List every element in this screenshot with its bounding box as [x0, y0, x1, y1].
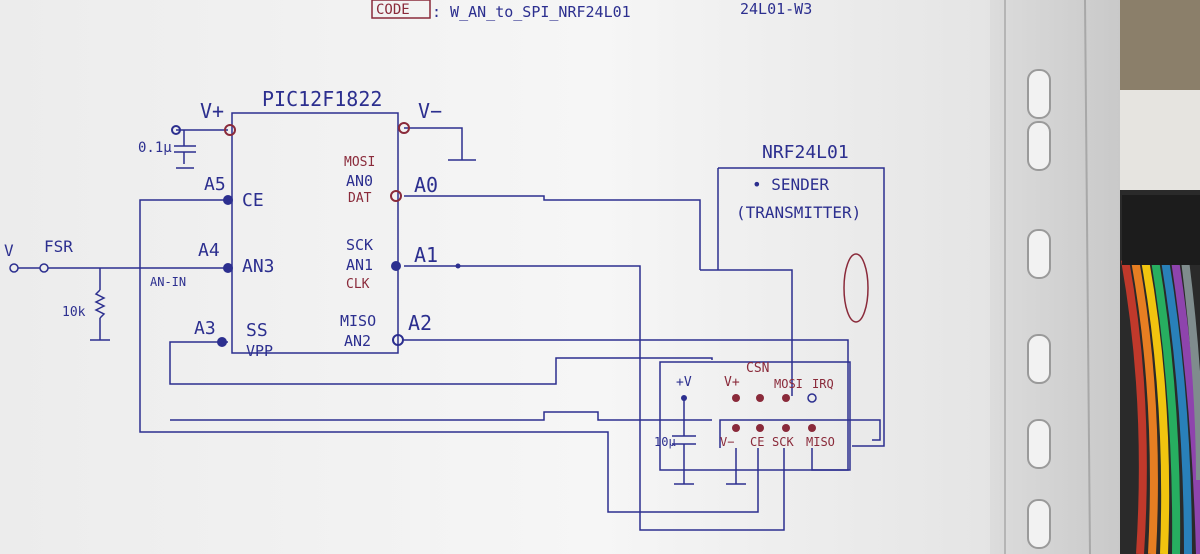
module-pin-csn: CSN — [746, 361, 769, 376]
pin-an3-label: AN3 — [242, 256, 275, 277]
sleeve-edge — [990, 0, 1120, 554]
fsr-label: FSR — [44, 237, 73, 256]
an-in-label: AN-IN — [150, 275, 186, 289]
pin-a4-label: A4 — [198, 240, 220, 261]
pin-vpp-label: VPP — [246, 342, 273, 360]
code-box — [371, 0, 431, 19]
pin-a2-label: A2 — [408, 311, 432, 335]
pin-clk-label: CLK — [346, 277, 370, 292]
code-label: CODE — [376, 2, 410, 18]
module-pin-plusv: +V — [676, 375, 692, 390]
pin-dot-a3 — [217, 337, 227, 347]
pin-dot-vplus — [224, 124, 236, 136]
pin-a3-label: A3 — [194, 318, 216, 339]
module-pin-miso: MISO — [806, 435, 835, 449]
pin-an2-label: AN2 — [344, 332, 371, 350]
cap-label: 0.1µ — [138, 140, 172, 156]
module-subtitle-1: • SENDER — [752, 175, 829, 194]
pin-an1-label: AN1 — [346, 256, 373, 274]
chip-name: PIC12F1822 — [262, 87, 382, 111]
pin-miso-label: MISO — [340, 312, 376, 330]
module-cap-label: 10µ — [654, 435, 676, 449]
pin-dot-a4 — [223, 263, 233, 273]
chip-vminus-label: V− — [418, 99, 442, 123]
pin-sck-label: SCK — [346, 236, 373, 254]
module-pin-vplus: V+ — [724, 375, 740, 390]
pin-ce-label: CE — [242, 190, 264, 211]
pin-a0-label: A0 — [414, 173, 438, 197]
resistor-label: 10k — [62, 305, 86, 320]
pin-dot-a2 — [392, 334, 404, 346]
pin-dot-a1 — [391, 261, 401, 271]
module-pin-sck: SCK — [772, 435, 794, 449]
pin-an0-label: AN0 — [346, 172, 373, 190]
pin-dot-a0 — [390, 190, 402, 202]
top-right-fragment: 24L01-W3 — [740, 0, 812, 18]
pin-dot-a5 — [223, 195, 233, 205]
pin-ss-label: SS — [246, 320, 268, 341]
pin-a5-label: A5 — [204, 174, 226, 195]
ribbon-cables — [1120, 190, 1200, 554]
code-value: : W_AN_to_SPI_NRF24L01 — [432, 3, 631, 21]
pin-a1-label: A1 — [414, 243, 438, 267]
punch-holes — [1027, 69, 1051, 549]
antenna-oval — [843, 253, 869, 323]
v-label: V — [4, 241, 14, 260]
module-pin-mosi: MOSI — [774, 377, 803, 391]
module-title: NRF24L01 — [762, 142, 849, 163]
module-subtitle-2: (TRANSMITTER) — [736, 203, 861, 222]
pin-dat-label: DAT — [348, 191, 372, 206]
chip-vplus-label: V+ — [200, 99, 224, 123]
module-pin-vminus: V− — [720, 435, 734, 449]
pic-chip-body — [231, 112, 399, 354]
module-pin-irq: IRQ — [812, 377, 834, 391]
pin-dot-vminus — [398, 122, 410, 134]
paper-sheet — [0, 0, 1000, 554]
module-pin-ce: CE — [750, 435, 764, 449]
module-header-box — [659, 361, 851, 471]
pin-mosi-label: MOSI — [344, 155, 375, 170]
